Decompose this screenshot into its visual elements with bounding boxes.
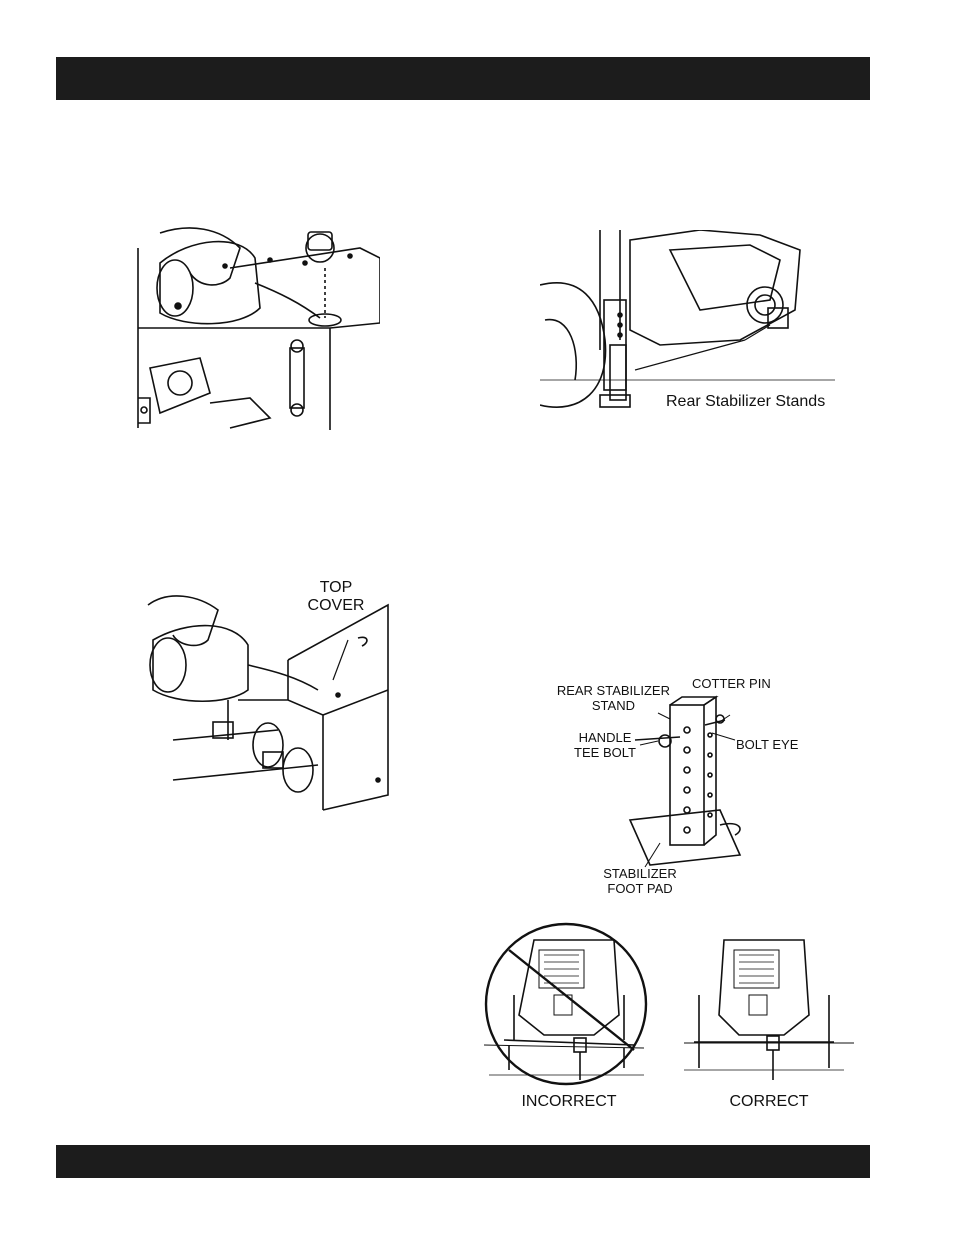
top-cover-label-line2: COVER [296, 598, 376, 615]
stabilizer-stand-detail: REAR STABILIZER STAND COTTER PIN HANDLE … [540, 675, 820, 900]
rear-stand-label-line1: REAR STABILIZER [540, 684, 670, 698]
bolt-eye-label: BOLT EYE [736, 738, 798, 752]
header-bar [56, 57, 870, 100]
rear-stand-label-line2: STAND [540, 699, 635, 713]
foot-pad-label-line1: STABILIZER [595, 867, 685, 881]
rear-stabilizer-stands-illustration: Rear Stabilizer Stands [540, 230, 835, 420]
pour-oil-tank-illustration [130, 218, 380, 430]
foot-pad-label-line2: FOOT PAD [595, 882, 685, 896]
top-cover-label-line1: TOP [306, 580, 366, 597]
handle-tee-bolt-label-line2: TEE BOLT [560, 746, 650, 760]
rear-stabilizer-stands-label: Rear Stabilizer Stands [666, 394, 825, 411]
level-comparison-illustration: INCORRECT CORRECT [484, 920, 854, 1115]
pour-top-cover-illustration: TOP COVER [118, 580, 408, 820]
cotter-pin-label: COTTER PIN [692, 677, 771, 691]
incorrect-label: INCORRECT [509, 1094, 629, 1111]
correct-label: CORRECT [709, 1094, 829, 1111]
footer-bar [56, 1145, 870, 1178]
handle-tee-bolt-label-line1: HANDLE [560, 731, 650, 745]
